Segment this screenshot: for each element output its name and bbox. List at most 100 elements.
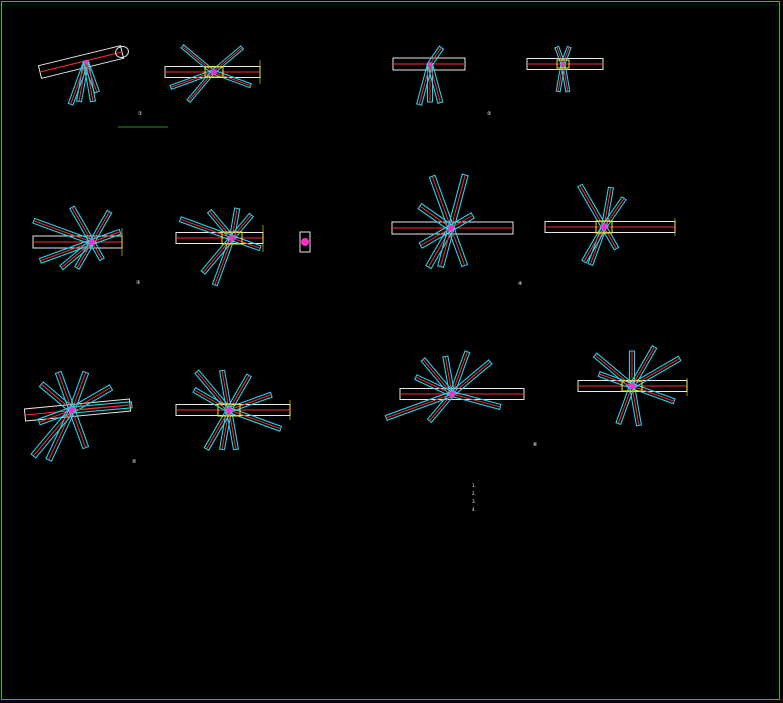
tube-axis-line [598, 373, 633, 387]
tube-axis-line [228, 409, 237, 450]
joint-plate [221, 231, 243, 245]
tube-axis-line [70, 61, 87, 105]
joint-node [428, 62, 432, 66]
tube-axis-line [40, 241, 93, 262]
tube-axis-line [450, 215, 473, 229]
detail-number-4: ④ [518, 281, 523, 287]
tube-axis-line [180, 218, 233, 239]
tube-axis-line [451, 351, 468, 395]
tube-axis-line [631, 358, 680, 387]
tube-axis-line [212, 71, 251, 87]
notes-line-1: 1. [472, 483, 476, 488]
tube-axis-line [231, 214, 252, 239]
tube-axis-line [429, 47, 442, 65]
joint-node [84, 60, 88, 64]
tube-axis-line [231, 237, 261, 249]
tube-axis-line [422, 359, 453, 395]
tube-member [526, 58, 604, 70]
notes-line-2: 2. [472, 491, 476, 496]
tube-axis-line [440, 227, 452, 267]
tube-axis-line [71, 207, 93, 243]
tube-member [392, 57, 466, 71]
tube-axis-line [415, 376, 453, 395]
tube-axis-line [209, 210, 233, 239]
tube-axis-line [228, 394, 272, 411]
tube-axis-line [562, 63, 569, 92]
tube-end-cap [115, 46, 129, 58]
tube-axis-line [182, 45, 214, 73]
tube-member [37, 45, 125, 79]
tube-axis-line [617, 385, 633, 424]
tube-axis-line [429, 63, 441, 103]
tube-axis-line [451, 393, 501, 408]
tube-axis-line [450, 227, 466, 266]
detail-number-1: ① [138, 111, 143, 117]
section-symbol-core [301, 238, 309, 246]
tube-axis-line [71, 409, 87, 448]
tube-axis-line [631, 346, 655, 387]
tube-axis-line [33, 409, 73, 457]
joint-plate [595, 220, 613, 234]
notes-line-3: 3. [472, 499, 476, 504]
tube-axis-line [386, 393, 453, 419]
tube-axis-line [579, 185, 605, 228]
tube-axis-line [418, 63, 431, 105]
tube-axis-line [85, 61, 94, 102]
tube-axis-line [39, 51, 123, 73]
joint-node [629, 383, 635, 389]
tube-members [23, 44, 688, 462]
tube-axis-line [194, 389, 230, 411]
detail-captions: ① ② ③ ④ ⑤ ⑥ [118, 111, 538, 465]
joint-node [229, 235, 235, 241]
joint-node [449, 391, 455, 397]
tube-axis-line [428, 227, 452, 268]
tube-member [391, 221, 514, 235]
tube-axis-line [631, 385, 675, 402]
tube-axis-line [48, 409, 73, 461]
joint-plate [217, 403, 241, 417]
notes-block: 1. 2. 3. 4. [472, 483, 476, 512]
tube-axis-line [603, 226, 617, 249]
joint-plate [204, 66, 224, 78]
tube-axis-line [91, 211, 110, 243]
joint-node [69, 407, 75, 413]
joint-node [561, 62, 565, 66]
notes-line-4: 4. [472, 507, 476, 512]
tube-member [23, 398, 132, 422]
tube-axis-line [33, 220, 93, 243]
section-symbol [299, 231, 311, 253]
joint-node [601, 224, 607, 230]
tube-axis-line [420, 227, 452, 246]
tube-axis-line [221, 370, 230, 411]
tube-axis-line [431, 176, 452, 229]
tube-axis-line [85, 61, 98, 93]
tube-axis-line [444, 356, 453, 395]
tube-axis-line [212, 47, 243, 73]
tube-axis-line [451, 361, 491, 395]
tube-axis-line [71, 404, 132, 411]
tube-axis-line [562, 46, 570, 65]
joint-plate [621, 380, 643, 392]
detail-number-5: ⑤ [132, 459, 136, 465]
joint-node [448, 225, 454, 231]
detail-number-6: ⑥ [533, 442, 538, 448]
tube-axis-line [91, 241, 103, 260]
tube-axis-line [170, 71, 214, 88]
tube-axis-line [71, 372, 87, 411]
tube-axis-line [57, 372, 73, 411]
joint-node [89, 239, 95, 245]
tube-axis-line [429, 393, 453, 422]
joint-plate [556, 59, 570, 69]
joint-node [226, 407, 232, 413]
tube-axis-line [91, 231, 121, 243]
tube-axis-line [450, 174, 466, 229]
joint-node [211, 69, 217, 75]
detail-number-3: ③ [136, 280, 140, 286]
tube-axis-line [631, 385, 640, 426]
detail-number-2: ② [487, 111, 492, 117]
tube-axis-line [228, 409, 281, 430]
tube-axis-line [603, 198, 625, 228]
tube-axis-line [419, 205, 452, 229]
